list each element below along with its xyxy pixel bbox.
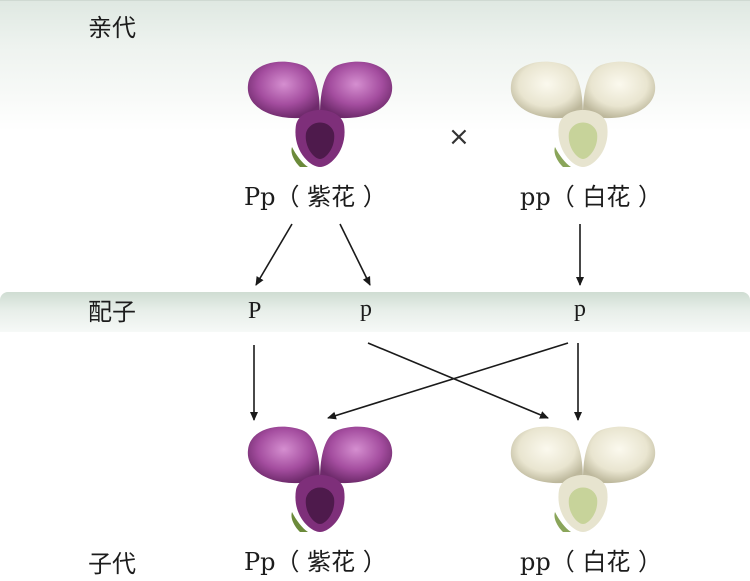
offspring-right-genotype: pp（ 白花 ） — [520, 548, 662, 576]
parent-row-label: 亲代 — [88, 14, 136, 42]
offspring-left-phenotype: （ 紫花 ） — [275, 548, 387, 576]
offspring-right-genotype-symbol: pp — [520, 548, 551, 576]
offspring-right-phenotype: （ 白花 ） — [550, 548, 662, 576]
offspring-purple-flower — [247, 426, 393, 532]
cross-symbol: × — [448, 122, 470, 152]
parent-right-genotype-symbol: pp — [520, 183, 551, 211]
parent-left-genotype: Pp（ 紫花 ） — [244, 183, 387, 211]
parent-purple-flower — [247, 61, 393, 167]
gamete-left-recessive: p — [360, 296, 372, 322]
parent-white-flower — [510, 61, 656, 167]
gamete-band — [0, 292, 750, 332]
offspring-left-genotype: Pp（ 紫花 ） — [244, 548, 387, 576]
arrow-left-p-to-offspring-right — [367, 342, 549, 419]
gamete-left-dominant: P — [248, 298, 262, 324]
parent-left-genotype-symbol: Pp — [244, 183, 276, 211]
arrow-parent-left-to-P — [255, 223, 293, 286]
parent-right-phenotype: （ 白花 ） — [550, 183, 662, 211]
parent-left-phenotype: （ 紫花 ） — [275, 183, 387, 211]
offspring-row-label: 子代 — [88, 550, 136, 578]
arrow-right-p-to-offspring-left — [327, 342, 569, 420]
parent-right-genotype: pp（ 白花 ） — [520, 183, 662, 211]
offspring-left-genotype-symbol: Pp — [244, 548, 276, 576]
gamete-right-recessive: p — [574, 296, 586, 322]
offspring-white-flower — [510, 426, 656, 532]
arrow-parent-left-to-p — [339, 223, 371, 286]
gamete-row-label: 配子 — [88, 298, 136, 326]
